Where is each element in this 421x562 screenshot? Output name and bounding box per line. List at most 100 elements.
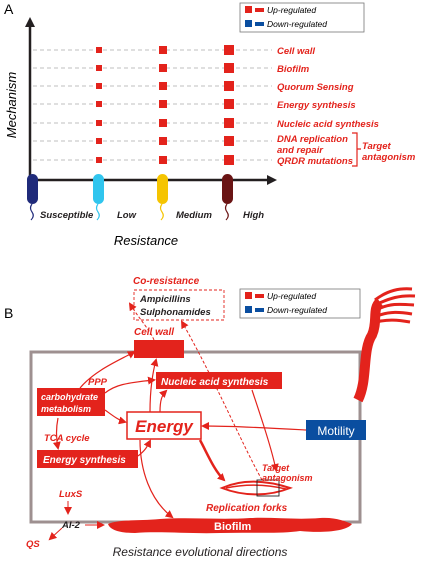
level-label-high: High	[243, 210, 264, 221]
ppp-label: PPP	[88, 377, 108, 388]
x-axis-label: Resistance	[114, 233, 178, 248]
carb-to-energy-synthesis-arrow	[52, 417, 61, 450]
luxs-label: LuxS	[59, 489, 83, 500]
ai2-to-qs-arrow	[48, 527, 63, 541]
legend-b-down-square	[245, 306, 252, 313]
target-to-drugs-arrow	[181, 320, 263, 481]
legend-a-box	[239, 2, 365, 33]
biofilm-label: Biofilm	[214, 521, 251, 533]
energy-label: Energy	[135, 417, 194, 436]
bacterium-medium	[157, 174, 168, 221]
marker-quorum-low	[96, 83, 102, 89]
energy-box	[126, 411, 202, 440]
carbohydrate-label-1: carbohydrate	[41, 392, 98, 402]
co-resistance-label: Co-resistance	[133, 276, 200, 287]
marker-energy-high	[224, 99, 234, 109]
marker-energy-medium	[159, 100, 167, 108]
marker-dna-high	[224, 136, 234, 146]
level-label-susceptible: Susceptible	[40, 210, 94, 221]
legend-a-down-square	[245, 20, 252, 27]
marker-energy-low	[96, 101, 102, 107]
legend-a-down-text: Down-regulated	[267, 19, 327, 29]
marker-nucleic-medium	[159, 119, 167, 127]
carb-to-cellwall-arrow	[79, 351, 136, 389]
mechanism-label-cell-wall: Cell wall	[277, 46, 315, 57]
cell-wall-to-drugs-arrow	[128, 302, 155, 341]
energy-synthesis-label: Energy synthesis	[43, 455, 126, 466]
legend-a-up-square	[245, 6, 252, 13]
replication-forks-icon	[219, 479, 293, 497]
legend-b-down-line	[255, 308, 264, 312]
marker-biofilm-low	[96, 65, 102, 71]
level-label-low: Low	[117, 210, 137, 221]
mechanism-label-dna-replication: DNA replication	[277, 134, 348, 145]
mechanism-label-qrdr: QRDR mutations	[277, 156, 353, 167]
bacterium-susceptible	[27, 174, 38, 221]
cell-wall-box	[134, 340, 184, 358]
legend-b-up-square	[245, 292, 252, 299]
target-antagonism-label-2: antagonism	[362, 152, 416, 163]
flagellum-icon	[353, 287, 416, 403]
marker-biofilm-medium	[159, 64, 167, 72]
marker-qrdr-low	[96, 157, 102, 163]
legend-b-down-text: Down-regulated	[267, 305, 327, 315]
carb-to-energy-arrow	[104, 409, 127, 425]
panel-b-label: B	[4, 305, 13, 321]
replication-forks-label: Replication forks	[206, 503, 288, 514]
y-axis-label: Mechanism	[4, 72, 19, 139]
marker-cell-wall-low	[96, 47, 102, 53]
marker-qrdr-high	[224, 155, 234, 165]
legend-a-up-line	[255, 8, 264, 12]
marker-cell-wall-medium	[159, 46, 167, 54]
energy-to-cellwall-arrow	[149, 358, 159, 413]
nucleic-acid-box	[156, 372, 282, 389]
mechanism-label-and-repair: and repair	[277, 145, 324, 156]
nucleic-acid-label: Nucleic acid synthesis	[161, 377, 269, 388]
legend-b-up-text: Up-regulated	[267, 291, 316, 301]
marker-quorum-medium	[159, 82, 167, 90]
bacterium-high	[222, 174, 233, 221]
panel-a-label: A	[4, 1, 14, 17]
legend-b-box	[239, 288, 361, 319]
bacterium-low	[93, 174, 104, 221]
mechanism-label-quorum-sensing: Quorum Sensing	[277, 82, 354, 93]
motility-to-energy-arrow	[201, 422, 307, 431]
motility-label: Motility	[317, 424, 354, 438]
biofilm-blob	[108, 517, 352, 534]
cell-wall-label: Cell wall	[134, 327, 174, 338]
mechanism-label-energy-synthesis: Energy synthesis	[277, 100, 356, 111]
mechanism-label-biofilm: Biofilm	[277, 64, 310, 75]
panel-b-caption: Resistance evolutional directions	[113, 545, 288, 559]
marker-dna-medium	[159, 137, 167, 145]
qs-label: QS	[26, 539, 40, 550]
legend-a-up-text: Up-regulated	[267, 5, 316, 15]
drug-ampicillins: Ampicillins	[139, 294, 191, 305]
energy-to-replication-arrow	[198, 439, 226, 482]
marker-qrdr-medium	[159, 156, 167, 164]
marker-nucleic-high	[224, 118, 234, 128]
target-antagonism-label-1: Target	[362, 141, 392, 152]
carbohydrate-label-2: metabolism	[41, 404, 91, 414]
motility-box	[306, 420, 366, 440]
energy-synthesis-box	[37, 450, 138, 468]
marker-dna-low	[96, 138, 102, 144]
tca-cycle-label: TCA cycle	[44, 433, 90, 444]
marker-quorum-high	[224, 81, 234, 91]
level-label-medium: Medium	[176, 210, 212, 221]
energy-synthesis-to-energy-arrow	[137, 439, 151, 457]
mechanism-markers	[96, 45, 234, 165]
carb-to-nucleic-arrow	[104, 376, 156, 394]
nucleic-to-replication-arrow	[251, 389, 279, 472]
marker-biofilm-high	[224, 63, 234, 73]
target-antagonism-bracket	[352, 132, 361, 167]
legend-a-down-line	[255, 22, 264, 26]
carbohydrate-box	[37, 388, 105, 416]
legend-b-up-line	[255, 294, 264, 298]
energy-to-biofilm-arrow	[139, 439, 174, 519]
mechanism-label-nucleic-acid: Nucleic acid synthesis	[277, 119, 379, 130]
antagonism-label: antagonism	[262, 473, 313, 483]
ai2-label: AI-2	[61, 520, 81, 531]
energy-to-nucleic-arrow	[158, 389, 168, 413]
drug-sulphonamides: Sulphonamides	[140, 307, 211, 318]
